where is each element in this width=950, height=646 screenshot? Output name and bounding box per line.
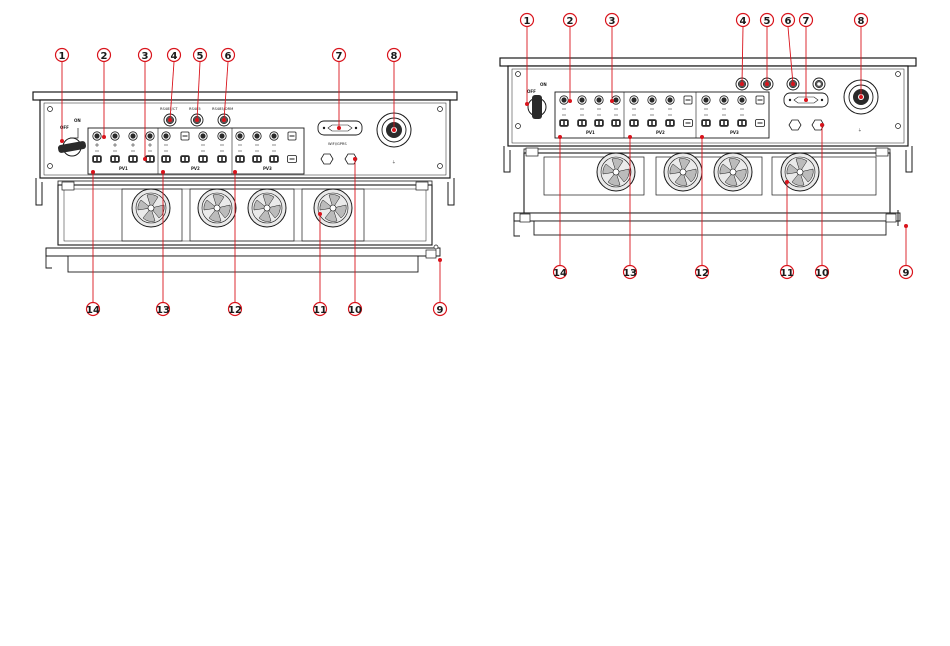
left-wifi-label: WIFI/GPRS — [328, 142, 347, 146]
callout-left-3-label: 3 — [142, 51, 149, 62]
callout-right-2-label: 2 — [567, 16, 574, 27]
callout-left-10-label: 10 — [348, 305, 362, 316]
callout-right-5-label: 5 — [764, 16, 771, 27]
left-port-label-4: RS485/CT — [160, 107, 178, 111]
right-mppt-label-2: PV2 — [656, 130, 665, 135]
callout-left-12-label: 12 — [228, 305, 242, 316]
switch-on-label: ON — [74, 118, 81, 123]
left-port-label-6: RS485/DRM — [212, 107, 233, 111]
callout-left-1-label: 1 — [59, 51, 66, 62]
right-mppt-label-1: PV1 — [586, 130, 595, 135]
callout-right-3-label: 3 — [609, 16, 616, 27]
callout-right-4-label: 4 — [740, 16, 747, 27]
callout-left-2-label: 2 — [101, 51, 108, 62]
callout-right-9: 9 — [900, 224, 913, 279]
left-ground-mark: ⏚ — [392, 159, 396, 164]
callout-left-4-label: 4 — [171, 51, 178, 62]
callout-right-12-label: 12 — [695, 268, 709, 279]
left-inverter-unit: ON OFF — [33, 92, 457, 272]
callout-right-9-label: 9 — [903, 268, 910, 279]
switch-off-label: OFF — [60, 125, 69, 130]
left-mppt-label-2: PV2 — [191, 166, 200, 171]
right-ground-mark: ⏚ — [858, 127, 862, 132]
left-mppt-label-1: PV1 — [119, 166, 128, 171]
left-port-label-5: RS485 — [189, 107, 201, 111]
callout-left-8-label: 8 — [391, 51, 398, 62]
left-mppt-label-3: PV3 — [263, 166, 272, 171]
right-inverter-unit: ON OFF PV1 — [500, 58, 916, 236]
callout-left-13-label: 13 — [156, 305, 170, 316]
callout-right-1-label: 1 — [524, 16, 531, 27]
callout-left-6-label: 6 — [225, 51, 232, 62]
callout-right-8-label: 8 — [858, 16, 865, 27]
right-switch-on-label: ON — [540, 82, 547, 87]
callout-right-14-label: 14 — [553, 268, 567, 279]
callout-right-6-label: 6 — [785, 16, 792, 27]
right-switch-off-label: OFF — [527, 89, 536, 94]
callout-right-13-label: 13 — [623, 268, 637, 279]
callout-right-10-label: 10 — [815, 268, 829, 279]
callout-left-14-label: 14 — [86, 305, 100, 316]
callout-left-7-label: 7 — [336, 51, 343, 62]
callout-right-11-label: 11 — [780, 268, 794, 279]
callout-left-9-label: 9 — [437, 305, 444, 316]
callout-right-7-label: 7 — [803, 16, 810, 27]
callout-left-9: 9 — [434, 258, 447, 316]
callout-left-5-label: 5 — [197, 51, 204, 62]
callout-left-11-label: 11 — [313, 305, 327, 316]
right-mppt-label-3: PV3 — [730, 130, 739, 135]
